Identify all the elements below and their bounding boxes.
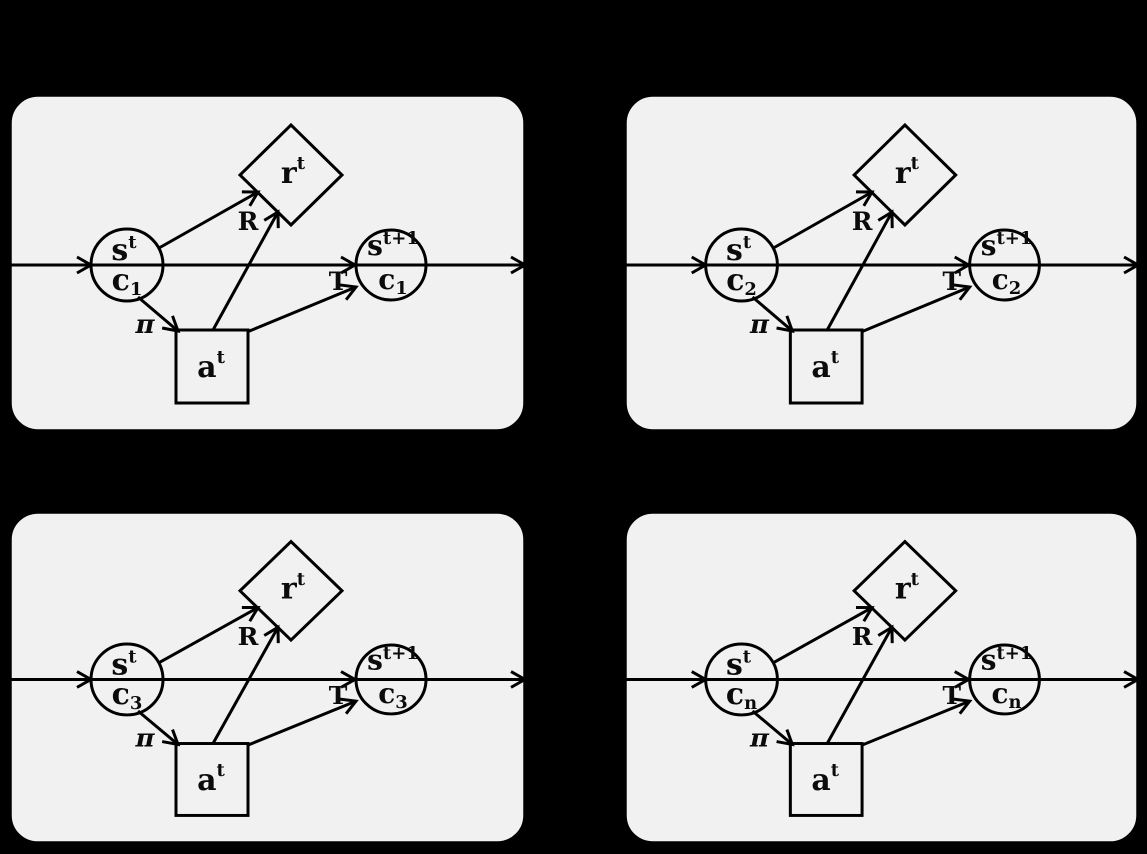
action-node-square bbox=[788, 328, 864, 405]
transition-function-label: T bbox=[329, 267, 348, 296]
edge-state-to-action-policy bbox=[751, 295, 795, 333]
edge-state-to-reward bbox=[772, 190, 875, 250]
state-node-label: st bbox=[111, 232, 137, 268]
mdp-panel-cn: st cn st+1 cn rt at R T π bbox=[623, 510, 1140, 845]
policy-label: π bbox=[134, 310, 155, 340]
action-node-label: at bbox=[811, 347, 839, 385]
next-state-context-label: c2 bbox=[992, 263, 1021, 299]
state-context-label: cn bbox=[726, 677, 757, 714]
edge-state-to-reward bbox=[158, 605, 261, 665]
state-context-label: c3 bbox=[112, 677, 143, 714]
mdp-diagram: st cn st+1 cn rt at R T π bbox=[623, 510, 1140, 845]
mdp-diagram: st c3 st+1 c3 rt at R T π bbox=[8, 510, 527, 845]
transition-function-label: T bbox=[942, 681, 961, 710]
policy-label: π bbox=[749, 310, 770, 340]
edge-state-to-reward bbox=[158, 190, 261, 250]
reward-function-label: R bbox=[238, 207, 259, 236]
next-state-context-label: c1 bbox=[378, 263, 408, 299]
action-node-square bbox=[174, 328, 250, 405]
state-node-label: st bbox=[726, 647, 752, 683]
panel-background bbox=[623, 510, 1140, 845]
reward-function-label: R bbox=[852, 207, 873, 236]
mdp-panel-c3: st c3 st+1 c3 rt at R T π bbox=[8, 510, 527, 845]
edge-action-to-next-state-transition bbox=[860, 697, 973, 747]
edge-action-to-next-state-transition bbox=[246, 283, 359, 334]
reward-node-diamond bbox=[237, 122, 345, 228]
reward-node-label: rt bbox=[895, 153, 920, 191]
action-node-label: at bbox=[197, 760, 226, 798]
next-state-context-label: c3 bbox=[378, 677, 408, 713]
edge-action-to-reward bbox=[825, 624, 894, 745]
transition-function-label: T bbox=[329, 681, 348, 710]
reward-node-label: rt bbox=[281, 569, 306, 607]
panel-background bbox=[8, 93, 527, 433]
reward-node-label: rt bbox=[281, 153, 306, 191]
state-context-label: c1 bbox=[112, 263, 143, 300]
next-state-node-label: st+1 bbox=[981, 643, 1032, 677]
edge-state-to-reward bbox=[772, 605, 875, 665]
action-node-square bbox=[788, 742, 864, 817]
mdp-panel-c2: st c2 st+1 c2 rt at R T π bbox=[623, 93, 1140, 433]
state-node-label: st bbox=[111, 647, 137, 683]
edge-action-to-reward bbox=[825, 209, 894, 331]
reward-function-label: R bbox=[238, 622, 259, 651]
action-node-label: at bbox=[197, 347, 225, 385]
action-node-square bbox=[174, 742, 250, 817]
reward-node-label: rt bbox=[895, 569, 920, 607]
policy-label: π bbox=[749, 724, 770, 754]
panel-background bbox=[8, 510, 527, 845]
edge-state-to-action-policy bbox=[137, 295, 181, 333]
edge-state-to-action-policy bbox=[751, 709, 795, 747]
edge-state-to-action-policy bbox=[137, 709, 181, 747]
mdp-panel-c1: st c1 st+1 c1 rt at R T π bbox=[8, 93, 527, 433]
state-node-label: st bbox=[726, 232, 752, 268]
mdp-diagram: st c1 st+1 c1 rt at R T π bbox=[8, 93, 527, 433]
reward-node-diamond bbox=[237, 539, 345, 643]
reward-node-diamond bbox=[851, 539, 958, 643]
next-state-node-label: st+1 bbox=[367, 643, 419, 677]
edge-action-to-reward bbox=[211, 624, 280, 745]
action-node-label: at bbox=[811, 760, 839, 798]
policy-label: π bbox=[134, 724, 155, 754]
edge-action-to-next-state-transition bbox=[246, 697, 359, 747]
transition-function-label: T bbox=[942, 267, 961, 296]
mdp-diagram: st c2 st+1 c2 rt at R T π bbox=[623, 93, 1140, 433]
reward-function-label: R bbox=[852, 622, 873, 651]
panel-background bbox=[623, 93, 1140, 433]
next-state-context-label: cn bbox=[992, 677, 1022, 713]
edge-action-to-next-state-transition bbox=[860, 283, 973, 334]
next-state-node-label: st+1 bbox=[981, 228, 1032, 262]
state-context-label: c2 bbox=[726, 263, 757, 300]
edge-action-to-reward bbox=[211, 209, 280, 331]
reward-node-diamond bbox=[851, 122, 958, 228]
next-state-node-label: st+1 bbox=[367, 228, 419, 262]
